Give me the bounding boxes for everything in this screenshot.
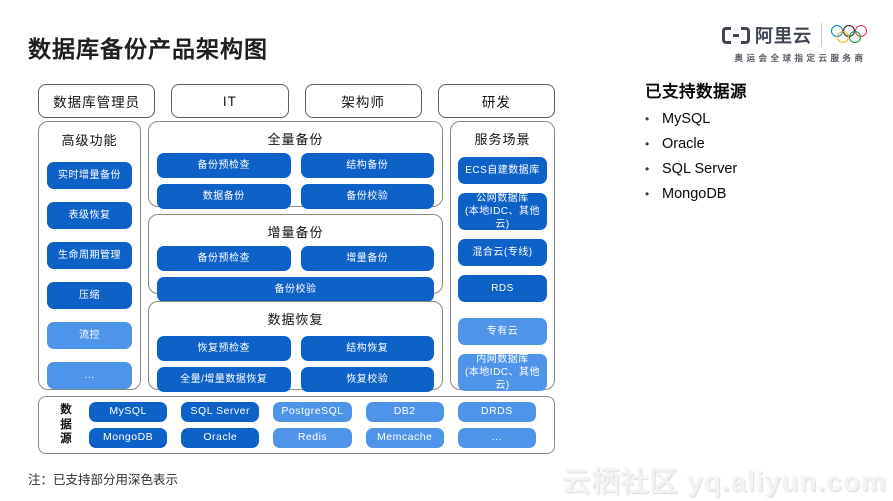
recovery-full-incremental: 全量/增量数据恢复 — [157, 367, 291, 392]
source-oracle: Oracle — [181, 428, 260, 448]
data-recovery-group: 数据恢复 恢复预检查 结构恢复 全量/增量数据恢复 恢复校验 — [148, 301, 443, 392]
feature-realtime-incremental-backup: 实时增量备份 — [47, 162, 132, 189]
ring-yellow — [837, 31, 849, 43]
advanced-features-group: 高级功能 实时增量备份 表级恢复 生命周期管理 压缩 流控 ... — [38, 121, 141, 390]
recovery-verify: 恢复校验 — [300, 367, 434, 392]
incremental-backup-grid: 备份预检查 增量备份 备份校验 — [157, 246, 434, 302]
full-backup-grid: 备份预检查 结构备份 数据备份 备份校验 — [157, 153, 434, 209]
full-backup-precheck: 备份预检查 — [157, 153, 291, 178]
feature-compression: 压缩 — [47, 282, 132, 309]
bracket-right — [741, 26, 750, 44]
role-box-architect: 架构师 — [304, 84, 422, 118]
service-scenarios-group: 服务场景 ECS自建数据库 公网数据库 (本地IDC、其他云) 混合云(专线) … — [450, 121, 555, 391]
supported-mysql: MySQL — [662, 111, 711, 127]
logo-tagline: 奥运会全球指定云服务商 — [734, 53, 867, 63]
bullet-icon: • — [645, 162, 650, 176]
footnote: 注：已支持部分用深色表示 — [28, 473, 179, 487]
scenario-intranet-db: 内网数据库 (本地IDC、其他云) — [458, 354, 547, 391]
full-backup-verify: 备份校验 — [300, 184, 434, 209]
source-postgresql: PostgreSQL — [273, 402, 352, 422]
feature-flow-control: 流控 — [47, 322, 132, 349]
full-backup-structure: 结构备份 — [300, 153, 434, 178]
backup-pipeline-column: 全量备份 备份预检查 结构备份 数据备份 备份校验 增量备份 备份预检查 增量备… — [148, 121, 443, 392]
alibaba-cloud-logo: 阿里云 奥运会全球指定云服务商 — [722, 22, 879, 64]
data-sources-grid: MySQL SQL Server PostgreSQL DB2 DRDS Mon… — [89, 402, 536, 448]
bracket-dash — [733, 33, 739, 37]
list-item: • MongoDB — [645, 186, 880, 202]
role-box-rnd: 研发 — [437, 84, 555, 118]
incremental-verify: 备份校验 — [157, 277, 434, 302]
data-sources-bar: 数据源 MySQL SQL Server PostgreSQL DB2 DRDS… — [38, 396, 555, 454]
supported-mongodb: MongoDB — [662, 186, 727, 202]
alibaba-cloud-brackets-icon — [722, 26, 750, 44]
logo-divider — [821, 23, 822, 47]
bullet-icon: • — [645, 187, 650, 201]
list-item: • SQL Server — [645, 161, 880, 177]
scenario-rds: RDS — [458, 275, 547, 302]
supported-sqlserver: SQL Server — [662, 161, 738, 177]
roles-row: 数据库管理员 IT 架构师 研发 — [38, 84, 555, 118]
recovery-structure: 结构恢复 — [300, 336, 434, 361]
bullet-icon: • — [645, 112, 650, 126]
scenario-hybrid-cloud: 混合云(专线) — [458, 239, 547, 266]
source-redis: Redis — [273, 428, 352, 448]
incremental-precheck: 备份预检查 — [157, 246, 291, 271]
brand-name: 阿里云 — [755, 26, 812, 46]
source-mongodb: MongoDB — [89, 428, 168, 448]
supported-datasources-list: • MySQL • Oracle • SQL Server • MongoDB — [645, 111, 880, 202]
role-box-it: IT — [171, 84, 289, 118]
bullet-icon: • — [645, 137, 650, 151]
feature-table-level-recovery: 表级恢复 — [47, 202, 132, 229]
list-item: • MySQL — [645, 111, 880, 127]
source-sqlserver: SQL Server — [181, 402, 260, 422]
source-more: ... — [457, 428, 536, 448]
feature-more: ... — [47, 362, 132, 389]
page-title: 数据库备份产品架构图 — [28, 36, 268, 62]
scenario-ecs-self-built-db: ECS自建数据库 — [458, 157, 547, 184]
recovery-precheck: 恢复预检查 — [157, 336, 291, 361]
full-backup-data: 数据备份 — [157, 184, 291, 209]
logo-row: 阿里云 — [722, 22, 879, 48]
service-scenarios-title: 服务场景 — [474, 132, 531, 147]
bracket-left — [722, 26, 731, 44]
scenario-apsara-stack: 专有云 — [458, 318, 547, 345]
supported-datasources-title: 已支持数据源 — [645, 83, 747, 101]
olympic-rings-icon — [831, 24, 879, 46]
supported-datasources-panel: 已支持数据源 • MySQL • Oracle • SQL Server • M… — [645, 78, 880, 202]
supported-oracle: Oracle — [662, 136, 705, 152]
data-recovery-title: 数据恢复 — [267, 312, 324, 327]
source-db2: DB2 — [365, 402, 444, 422]
full-backup-title: 全量备份 — [267, 132, 324, 147]
watermark: 云栖社区 yq.aliyun.com — [562, 466, 887, 497]
ring-green — [849, 31, 861, 43]
incremental-backup: 增量备份 — [300, 246, 434, 271]
source-mysql: MySQL — [89, 402, 168, 422]
role-box-dba: 数据库管理员 — [38, 84, 156, 118]
incremental-backup-title: 增量备份 — [267, 225, 324, 240]
data-sources-label: 数据源 — [60, 403, 72, 446]
source-drds: DRDS — [457, 402, 536, 422]
feature-lifecycle-management: 生命周期管理 — [47, 242, 132, 269]
data-recovery-grid: 恢复预检查 结构恢复 全量/增量数据恢复 恢复校验 — [157, 336, 434, 392]
full-backup-group: 全量备份 备份预检查 结构备份 数据备份 备份校验 — [148, 121, 443, 209]
source-memcache: Memcache — [365, 428, 444, 448]
advanced-features-title: 高级功能 — [61, 133, 118, 148]
architecture-main: 高级功能 实时增量备份 表级恢复 生命周期管理 压缩 流控 ... 全量备份 备… — [38, 121, 555, 392]
incremental-backup-group: 增量备份 备份预检查 增量备份 备份校验 — [148, 214, 443, 302]
list-item: • Oracle — [645, 136, 880, 152]
scenario-public-network-db: 公网数据库 (本地IDC、其他云) — [458, 193, 547, 230]
